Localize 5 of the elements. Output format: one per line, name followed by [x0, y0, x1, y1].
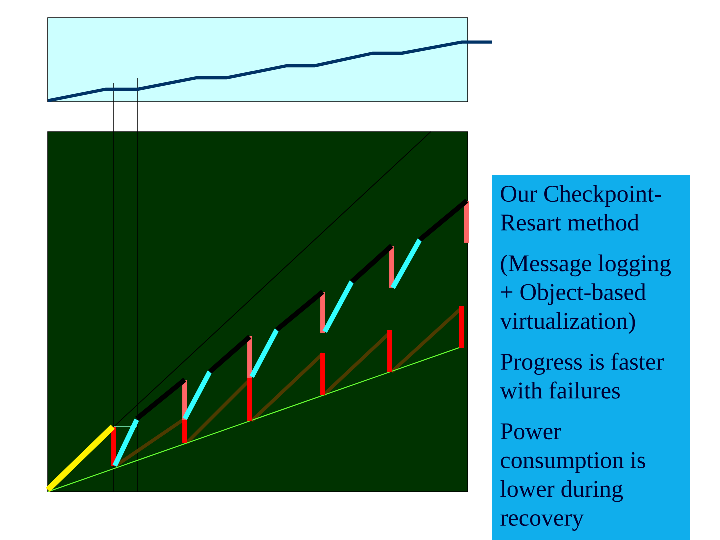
- note-text: Power consumption is lower during recovery: [500, 424, 646, 532]
- heading-text: Our Checkpoint-Resart method: [500, 185, 662, 231]
- note-text: (Message logging + Object-based virtualization): [500, 254, 672, 334]
- text-panel: [492, 175, 690, 540]
- note-text: Progress is faster with failures: [500, 352, 664, 399]
